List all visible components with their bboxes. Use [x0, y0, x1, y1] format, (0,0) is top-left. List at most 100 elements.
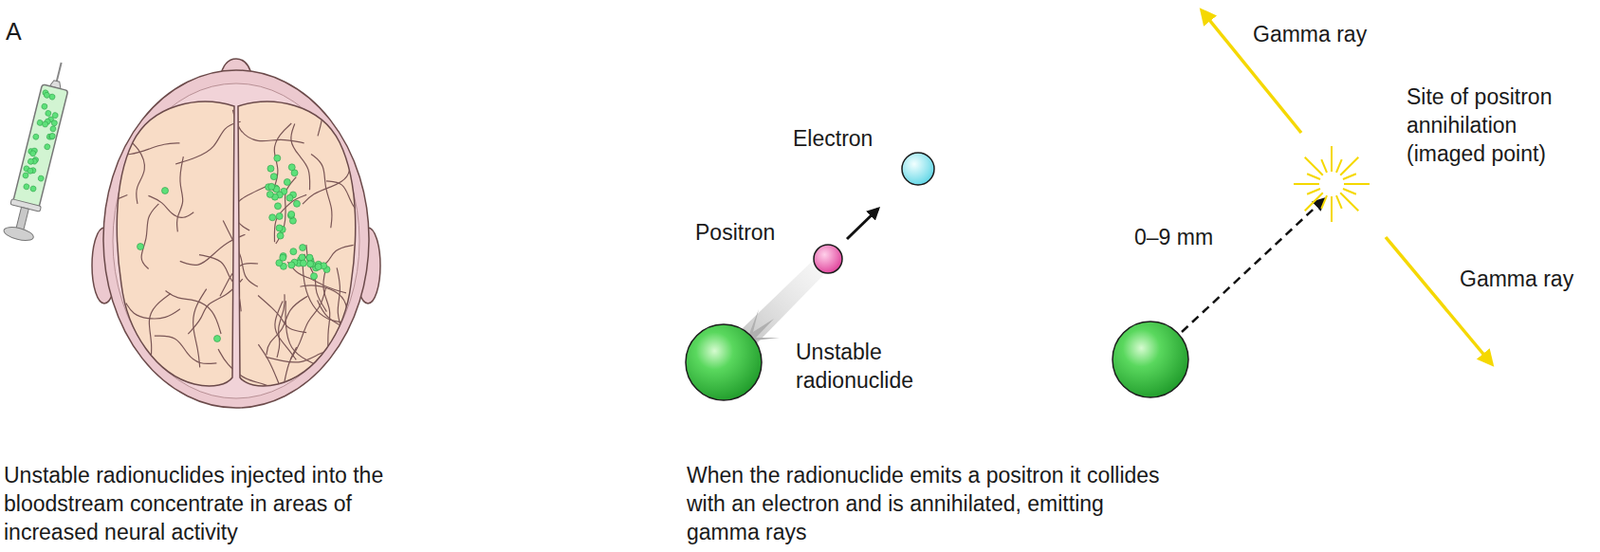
- tracer-dot: [266, 190, 274, 198]
- burst-ray: [1340, 192, 1359, 211]
- gyrus-line: [290, 287, 326, 359]
- tracer-dot: [267, 165, 275, 172]
- gyrus-line: [274, 194, 307, 242]
- brain: [56, 70, 383, 423]
- tracer-dot: [29, 184, 37, 192]
- ray-label: Gamma ray: [1252, 19, 1367, 49]
- tracer-dot: [52, 111, 59, 119]
- tracer-dot: [283, 178, 291, 185]
- burst-ray: [1340, 157, 1359, 176]
- burst-ray: [1305, 157, 1324, 176]
- annihilation: [1112, 321, 1189, 398]
- burst-ray: [1321, 159, 1327, 173]
- syringe: [2, 224, 36, 243]
- gyrus-line: [266, 347, 340, 363]
- burst-ray: [1336, 159, 1343, 173]
- positron-emission: [846, 208, 879, 240]
- annihilation: [1112, 10, 1492, 398]
- gyrus-line: [285, 300, 326, 369]
- tracer-dot: [279, 254, 287, 261]
- tracer-dot: [275, 224, 283, 232]
- syringe: [55, 62, 61, 83]
- syringe: [13, 84, 69, 209]
- burst-ray: [1330, 196, 1333, 222]
- tracer-dot: [288, 164, 295, 171]
- gyrus-line: [193, 289, 207, 368]
- burst-ray: [1306, 188, 1321, 195]
- tracer-dot: [137, 243, 145, 251]
- gyrus-line: [306, 244, 327, 312]
- head: [112, 83, 360, 399]
- gyrus-line: [126, 303, 181, 319]
- tracer-dot: [293, 200, 300, 207]
- gyrus-line: [234, 186, 266, 231]
- tracer-dot: [43, 143, 51, 150]
- gyrus-line: [148, 293, 171, 368]
- gyrus-line: [122, 134, 145, 204]
- gyrus-line: [336, 267, 350, 354]
- tracer-dot: [288, 210, 295, 218]
- burst-ray: [1321, 195, 1327, 209]
- gyrus-line: [257, 344, 287, 423]
- burst-ray: [1305, 192, 1324, 211]
- gyrus-line: [257, 294, 307, 332]
- positron-emission: [685, 324, 762, 401]
- gyrus-line: [180, 234, 246, 265]
- gyrus-line: [291, 124, 311, 191]
- tracer-dot: [49, 125, 56, 132]
- gyrus-line: [56, 192, 128, 207]
- tracer-dot: [274, 154, 281, 162]
- brain: [238, 101, 356, 387]
- gyrus-line: [276, 294, 285, 358]
- tracer-dot: [276, 232, 284, 240]
- brain: [116, 101, 235, 387]
- particle-label: Unstable radionuclide: [795, 337, 938, 395]
- syringe: [2, 58, 76, 243]
- tracer-dot: [275, 212, 283, 220]
- positron-emission: [901, 152, 935, 185]
- gyrus-line: [287, 261, 347, 294]
- caption-text: When the radionuclide emits a positron i…: [686, 460, 1161, 547]
- tracer-dot: [40, 103, 48, 111]
- burst-ray: [1336, 195, 1343, 209]
- head: [91, 58, 381, 408]
- gyrus-line: [141, 203, 159, 270]
- gyrus-line: [199, 255, 241, 313]
- syringe-dots: [18, 89, 66, 194]
- tracer-dot: [290, 248, 297, 256]
- tracer-dot: [307, 260, 314, 268]
- particle-label: Electron: [792, 124, 873, 153]
- burst-ray: [1342, 188, 1357, 195]
- gyrus-line: [175, 121, 241, 165]
- tracer-dot: [306, 254, 313, 261]
- gyrus-line: [351, 317, 381, 376]
- tracer-dot: [274, 202, 281, 210]
- brain-gyri: [56, 70, 383, 423]
- burst-ray: [1306, 173, 1321, 180]
- gyrus-line: [326, 181, 383, 225]
- tracer-dot: [22, 183, 30, 190]
- positron-emission: [813, 244, 843, 274]
- tracer-dot: [29, 149, 37, 157]
- burst-ray: [1330, 146, 1333, 172]
- gyrus-line: [109, 143, 181, 156]
- tracer-dot: [44, 110, 52, 117]
- burst-ray: [1343, 183, 1370, 185]
- tracer-dot: [288, 261, 295, 269]
- gyrus-line: [147, 195, 194, 218]
- tracer-dot: [41, 120, 49, 128]
- tracer-dot: [27, 158, 35, 166]
- tracer-dot: [268, 183, 276, 190]
- tracer-dot: [32, 133, 39, 141]
- gyrus-line: [222, 220, 258, 287]
- positron-emission: [749, 309, 780, 341]
- tracer-dot: [299, 244, 307, 252]
- tracer-dot: [311, 273, 318, 280]
- tracer-dot: [43, 91, 51, 99]
- ray-label: Gamma ray: [1459, 264, 1574, 294]
- tracer-dot: [162, 187, 169, 195]
- tracer-dot: [314, 263, 322, 271]
- dimension-label: 0–9 mm: [1134, 222, 1214, 252]
- tracer-dot: [286, 194, 294, 202]
